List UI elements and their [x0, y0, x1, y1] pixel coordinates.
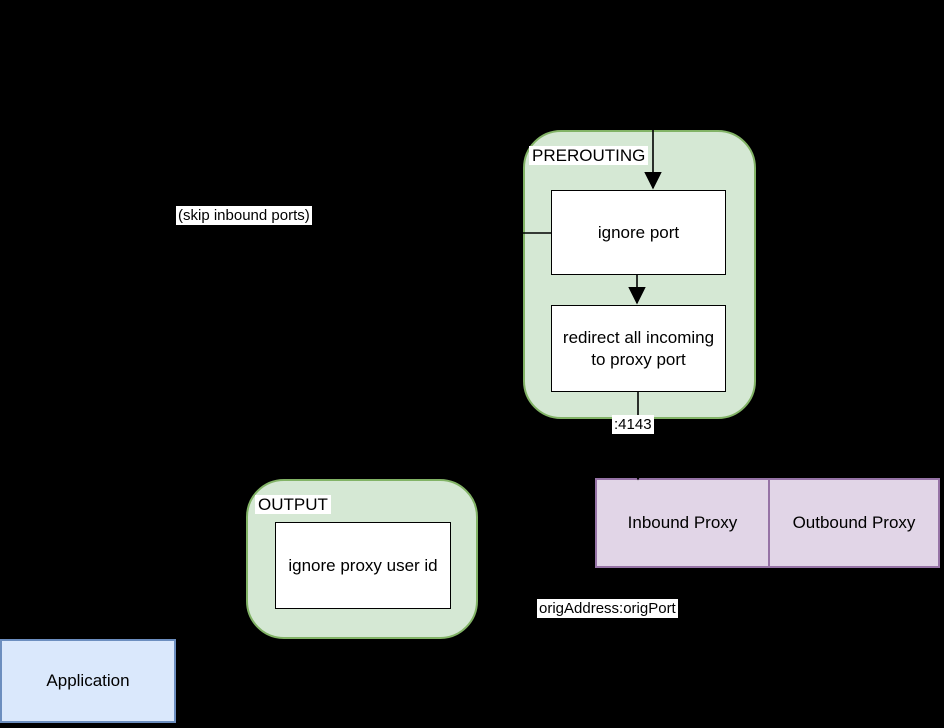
output-chain-title: OUTPUT	[255, 495, 331, 514]
edge-label-orig-destination: origAddress:origPort	[537, 599, 678, 618]
application-box: Application	[0, 639, 176, 723]
outbound-proxy-label: Outbound Proxy	[792, 513, 916, 532]
prerouting-chain-title: PREROUTING	[529, 146, 649, 165]
inbound-proxy-box: Inbound Proxy	[595, 478, 770, 568]
application-label: Application	[46, 671, 130, 690]
node-redirect-all-incoming: redirect all incoming to proxy port	[551, 305, 726, 392]
node-ignore-port-label: ignore port	[597, 222, 680, 242]
edge-label-proxy-port: :4143	[612, 415, 654, 434]
node-ignore-proxy-user-id-label: ignore proxy user id	[288, 555, 438, 575]
edge-label-skip-inbound-ports: (skip inbound ports)	[176, 206, 312, 225]
node-redirect-all-incoming-label: redirect all incoming to proxy port	[562, 328, 715, 369]
outbound-proxy-box: Outbound Proxy	[768, 478, 940, 568]
node-ignore-port: ignore port	[551, 190, 726, 275]
inbound-proxy-label: Inbound Proxy	[627, 513, 738, 532]
node-ignore-proxy-user-id: ignore proxy user id	[275, 522, 451, 609]
